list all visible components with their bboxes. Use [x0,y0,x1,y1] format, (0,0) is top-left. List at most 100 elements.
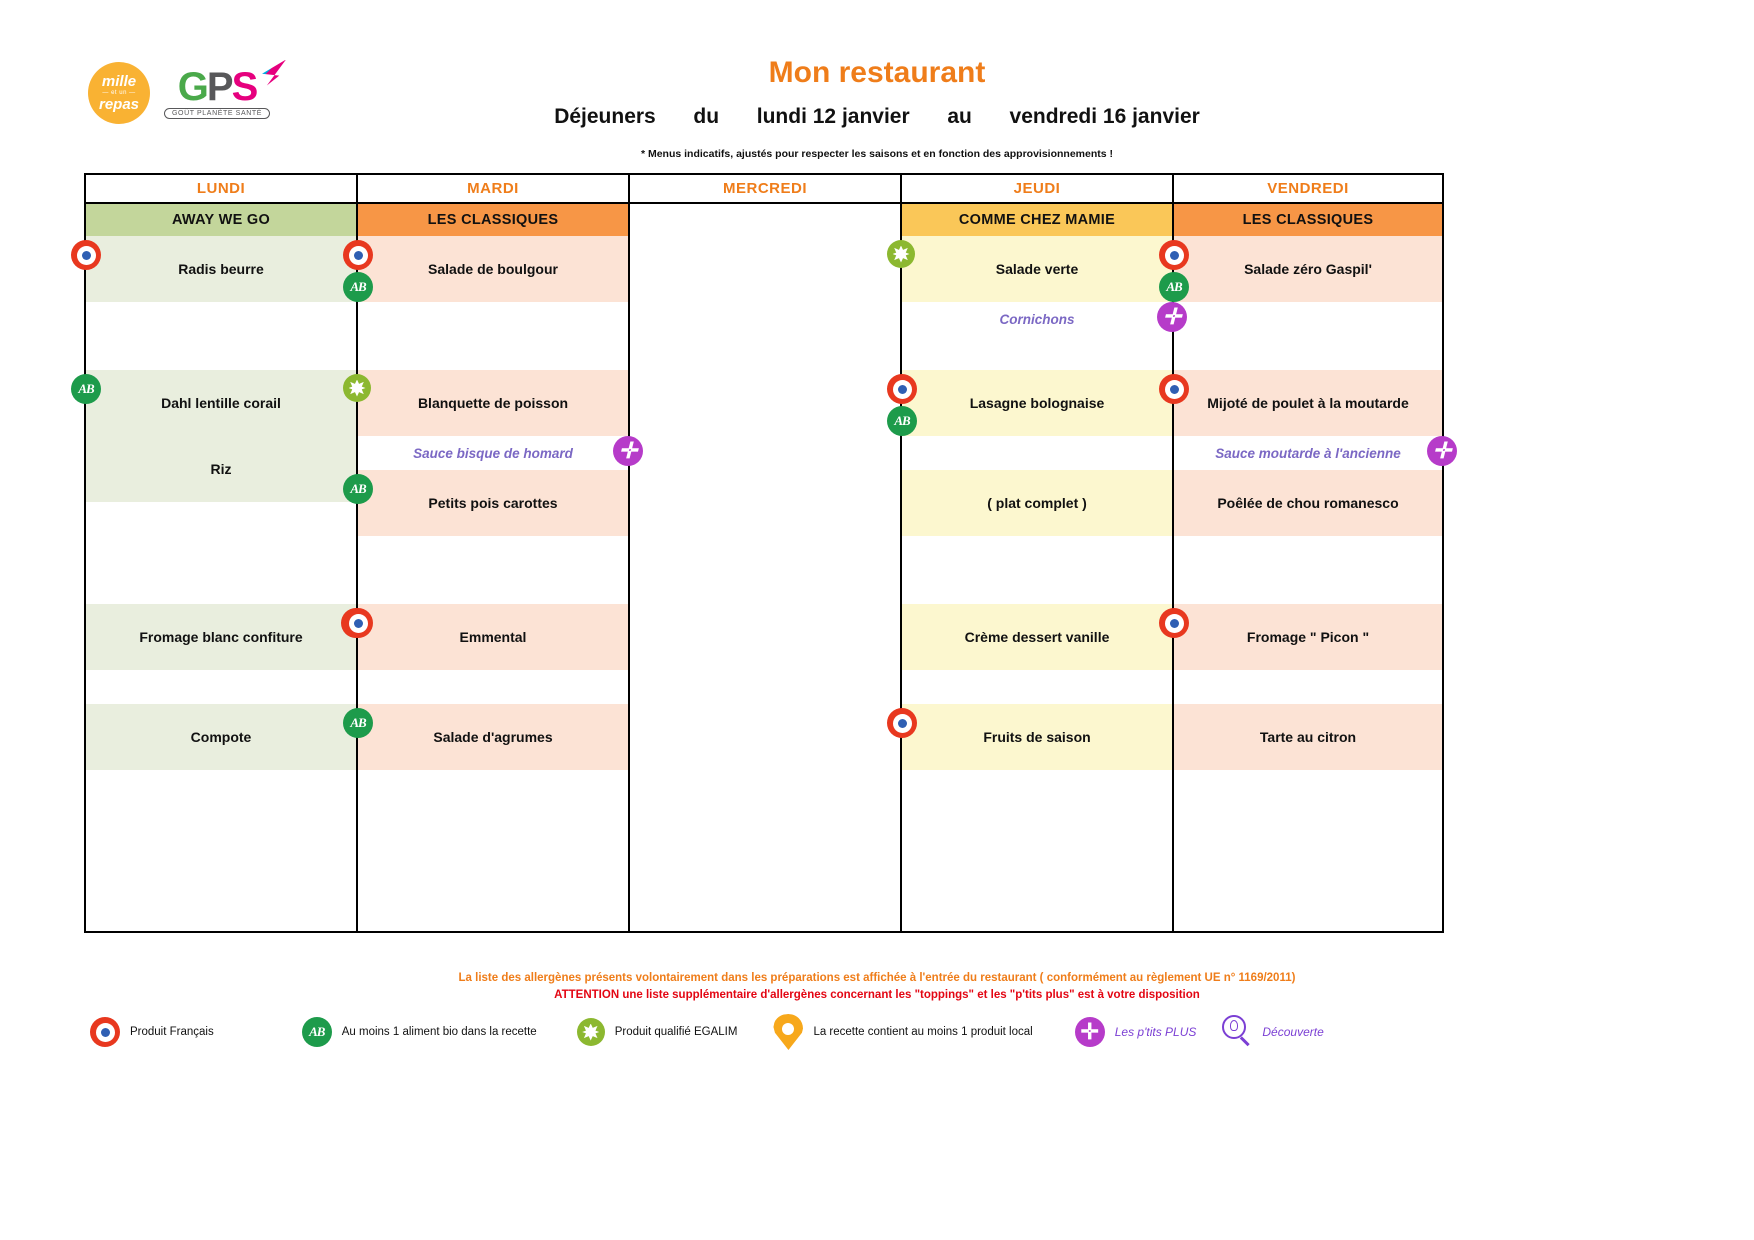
menu-item-label: Compote [190,729,252,745]
agriculture-bio-icon: AB [71,374,101,404]
agriculture-bio-icon: AB [343,474,373,504]
gps-letter-p: P [206,64,234,109]
legend-item-produit-francais: Produit Français [90,1017,214,1047]
spacer-row [358,570,628,604]
spacer-row [86,336,356,370]
agriculture-bio-icon: AB [1159,272,1189,302]
agriculture-bio-icon: AB [343,272,373,302]
menu-name-mardi: LES CLASSIQUES [358,204,628,236]
menu-item-label: Sauce bisque de homard [413,445,573,461]
egalim-icon [887,240,915,268]
spacer-row [1174,536,1442,570]
menu-column-mercredi: MERCREDI [628,173,900,933]
date-range: Déjeuners du lundi 12 janvier au vendred… [0,105,1754,129]
spacer-row [86,770,356,804]
day-header-lundi: LUNDI [86,175,356,204]
produit-francais-icon [343,240,373,270]
spacer-row [358,670,628,704]
gps-letter-g: G [177,64,209,109]
gps-tagline: GOÛT PLANÈTE SANTÉ [164,107,271,119]
produit-francais-icon [343,608,373,638]
menu-item-label: Radis beurre [178,261,264,277]
legend-item-egalim: Produit qualifié EGALIM [576,1018,738,1046]
menu-item-label: Fromage " Picon " [1246,629,1370,645]
agriculture-bio-icon: AB [343,708,373,738]
menu-item-label: Fruits de saison [983,729,1091,745]
spacer-row [358,770,628,804]
logo-line-3: repas [98,96,140,113]
day-header-jeudi: JEUDI [902,175,1172,204]
ptits-plus-icon: ✛ [613,436,643,466]
gps-wordmark: GPS [177,64,258,109]
spacer-row [1174,570,1442,604]
spacer-row [1174,670,1442,704]
menu-item: Compote [86,704,356,770]
legend-label: Les p'tits PLUS [1114,1025,1197,1039]
sauce-item: Sauce moutarde à l'ancienne ✛ [1174,436,1457,470]
menu-item: Salade verte [887,236,1172,302]
date-end: vendredi 16 janvier [1009,105,1200,128]
date-start: lundi 12 janvier [756,105,910,128]
legend-item-produit-local: La recette contient au moins 1 produit l… [773,1014,1033,1050]
egalim-icon [576,1018,605,1046]
produit-francais-icon [1159,608,1189,638]
legend-label: Produit qualifié EGALIM [614,1026,738,1038]
spacer-row [1174,336,1442,370]
sauce-item: Sauce bisque de homard ✛ [358,436,643,470]
menu-item: ( plat complet ) [902,470,1172,536]
spacer-row [902,536,1172,570]
menu-item: Salade d'agrumes AB [343,704,628,770]
legend-label: La recette contient au moins 1 produit l… [813,1026,1033,1038]
spacer-row [86,502,356,536]
produit-francais-icon [1159,240,1189,270]
ptits-plus-icon: ✛ [1074,1017,1105,1047]
spacer-row [358,302,628,336]
menu-item-label: Sauce moutarde à l'ancienne [1215,445,1401,461]
menu-item: Fromage " Picon " [1159,604,1442,670]
menu-item: Radis beurre [71,236,356,302]
day-header-vendredi: VENDREDI [1174,175,1442,204]
menu-item-label: Salade d'agrumes [433,729,553,745]
spacer-row [902,570,1172,604]
menu-item-label: Tarte au citron [1259,729,1357,745]
day-header-mardi: MARDI [358,175,628,204]
produit-francais-icon [887,708,917,738]
allergen-notice: La liste des allergènes présents volonta… [458,972,1296,984]
produit-francais-icon [887,374,917,404]
spacer-row [86,536,356,570]
menu-item-label: Salade verte [995,261,1079,277]
menu-item: Poêlée de chou romanesco [1174,470,1442,536]
agriculture-bio-icon: AB [887,406,917,436]
menu-item: Fromage blanc confiture [86,604,371,670]
spacer-row [86,670,356,704]
menu-item-label: Poêlée de chou romanesco [1217,495,1399,511]
produit-francais-icon [90,1017,120,1047]
spacer-row [902,770,1172,804]
produit-local-icon [773,1014,804,1050]
spacer-row [86,570,356,604]
menu-item-label: Lasagne bolognaise [969,395,1105,411]
spacer-row [1174,302,1442,336]
subtitle-prefix: Déjeuners [554,105,656,128]
menu-item: Petits pois carottes AB [343,470,628,536]
menu-item-label: Riz [210,461,232,477]
ptits-plus-icon: ✛ [1427,436,1457,466]
subtitle-au: au [947,105,972,128]
menu-item-label: Emmental [459,629,527,645]
menu-item-label: Petits pois carottes [428,495,558,511]
menu-item: Blanquette de poisson [343,370,628,436]
egalim-icon [343,374,371,402]
decouverte-icon [1220,1015,1252,1049]
spacer-row [1174,770,1442,804]
